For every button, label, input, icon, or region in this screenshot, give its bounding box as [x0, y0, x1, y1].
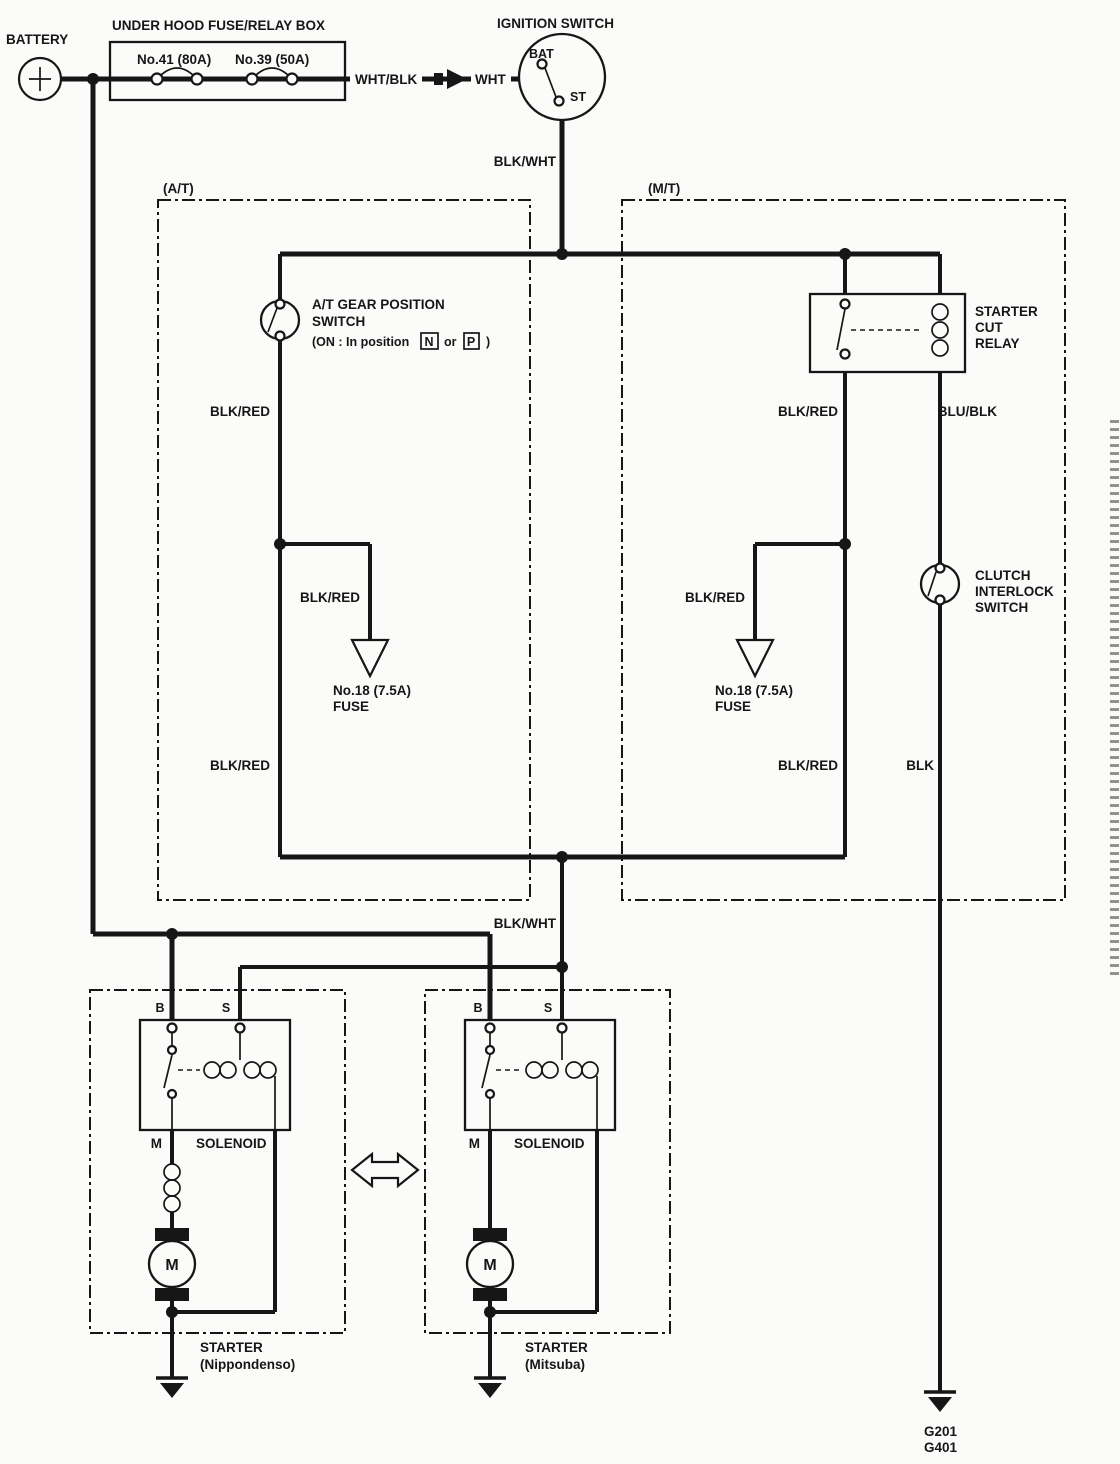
ground-ref-g201: G201 [924, 1424, 958, 1439]
fuse-39-label: No.39 (50A) [235, 52, 309, 67]
mt-wire-branch: BLK/RED [685, 590, 745, 605]
wire-label-blk-wht-upper: BLK/WHT [494, 154, 557, 169]
wire-label-wht-blk: WHT/BLK [355, 72, 417, 87]
starter-left-motor-circuit [147, 1130, 277, 1398]
motor-brush-icon [155, 1288, 189, 1301]
mt-fuse-rating: No.18 (7.5A) [715, 683, 793, 698]
gear-position-switch-symbol [259, 298, 301, 342]
starter-right-solenoid-label: SOLENOID [514, 1136, 585, 1151]
boxed-n-icon [420, 332, 439, 350]
chassis-ground [924, 1390, 956, 1412]
gear-switch-or: or [444, 335, 457, 349]
clutch-label-3: SWITCH [975, 600, 1028, 615]
starter-left-solenoid-symbol [138, 1018, 292, 1132]
at-section-tag: (A/T) [163, 181, 194, 196]
motor-brush-icon [473, 1288, 507, 1301]
at-wire-upper: BLK/RED [210, 404, 270, 419]
at-fuse-word: FUSE [333, 699, 369, 714]
mt-wire-coil-out: BLU/BLK [938, 404, 997, 419]
gear-switch-condition: (ON : In position [312, 335, 409, 349]
field-coil-icon [163, 1163, 181, 1181]
starter-left-motor-label: M [165, 1257, 178, 1274]
starter-right-motor-circuit [465, 1130, 599, 1398]
at-fuse-rating: No.18 (7.5A) [333, 683, 411, 698]
at-wire-lower: BLK/RED [210, 758, 270, 773]
fuse-terminal-icon [245, 72, 259, 86]
st-terminal-label: ST [570, 90, 586, 104]
relay-label-2: CUT [975, 320, 1003, 335]
starter-right-s: S [544, 1001, 552, 1015]
fuse-terminal-icon [285, 72, 299, 86]
underhood-fuse-box [108, 40, 347, 102]
starter-right-solenoid-symbol [463, 1018, 617, 1132]
gear-switch-label-2: SWITCH [312, 314, 365, 329]
clutch-interlock-switch-symbol [919, 562, 961, 606]
starter-right-maker: (Mitsuba) [525, 1357, 585, 1372]
motor-brush-icon [155, 1228, 189, 1241]
starter-left-b: B [155, 1001, 164, 1015]
wire-label-blk-wht-lower: BLK/WHT [494, 916, 557, 931]
mt-fuse-symbol [735, 638, 775, 679]
starter-left-box [89, 989, 346, 1334]
starter-right-name: STARTER [525, 1340, 588, 1355]
gear-switch-close-paren: ) [486, 335, 490, 349]
relay-label-1: STARTER [975, 304, 1038, 319]
starter-right-b: B [473, 1001, 482, 1015]
fuse-41-label: No.41 (80A) [137, 52, 211, 67]
gear-position-p: P [467, 335, 475, 349]
mt-wire-blk: BLK [906, 758, 934, 773]
clutch-label-2: INTERLOCK [975, 584, 1054, 599]
starter-left-s: S [222, 1001, 230, 1015]
bat-terminal-label: BAT [529, 47, 554, 61]
ignition-switch-symbol [517, 32, 607, 122]
scan-edge-artifact [1110, 420, 1119, 980]
mt-section-box [621, 199, 1066, 901]
mt-fuse-word: FUSE [715, 699, 751, 714]
relay-label-3: RELAY [975, 336, 1020, 351]
boxed-p-icon [463, 332, 480, 350]
at-wire-branch: BLK/RED [300, 590, 360, 605]
motor-symbol [147, 1239, 197, 1289]
connector-arrow-icon [434, 69, 467, 89]
fuse-terminal-icon [150, 72, 164, 86]
starter-right-motor-label: M [483, 1257, 496, 1274]
ground-icon [928, 1397, 952, 1412]
at-section-box [157, 199, 531, 901]
at-fuse-symbol [350, 638, 390, 679]
mt-wire-lower: BLK/RED [778, 758, 838, 773]
gear-position-n: N [424, 335, 433, 349]
wire-label-wht: WHT [475, 72, 506, 87]
mt-section-tag: (M/T) [648, 181, 680, 196]
starter-left-m: M [151, 1136, 162, 1151]
ignition-switch-title: IGNITION SWITCH [497, 16, 614, 31]
starter-cut-relay-symbol [808, 292, 967, 374]
motor-brush-icon [473, 1228, 507, 1241]
motor-symbol [465, 1239, 515, 1289]
starter-left-name: STARTER [200, 1340, 263, 1355]
ground-icon [160, 1383, 184, 1398]
relay-coil-icon [931, 303, 949, 321]
clutch-label-1: CLUTCH [975, 568, 1031, 583]
ground-icon [478, 1383, 502, 1398]
battery-label: BATTERY [6, 32, 68, 47]
fuse-terminal-icon [190, 72, 204, 86]
wiring [59, 73, 942, 1392]
starter-right-box [424, 989, 671, 1334]
ground-ref-g401: G401 [924, 1440, 958, 1455]
starter-left-solenoid-label: SOLENOID [196, 1136, 267, 1151]
starter-right-m: M [469, 1136, 480, 1151]
starter-left-maker: (Nippondenso) [200, 1357, 295, 1372]
double-arrow-icon [350, 1151, 420, 1189]
battery-symbol [17, 56, 63, 102]
fuse-box-title: UNDER HOOD FUSE/RELAY BOX [112, 18, 325, 33]
mt-wire-relay-out: BLK/RED [778, 404, 838, 419]
gear-switch-label-1: A/T GEAR POSITION [312, 297, 445, 312]
